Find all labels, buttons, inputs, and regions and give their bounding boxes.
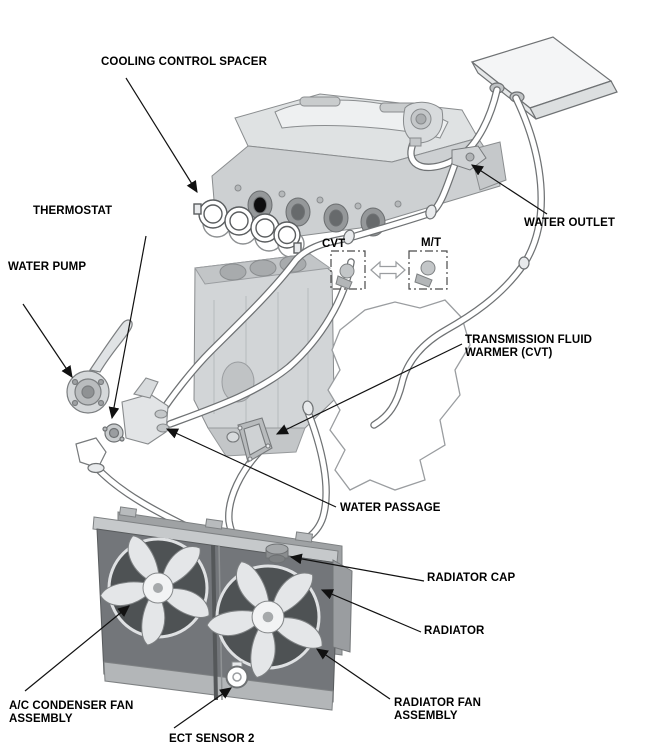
label-radiator: RADIATOR xyxy=(424,625,485,637)
radiator-fan-illustration xyxy=(206,560,323,679)
water-valve-illustration xyxy=(403,101,444,147)
radiator-fan-module-illustration xyxy=(92,506,353,711)
label-ac-condenser-fan-assembly: A/C CONDENSER FAN ASSEMBLY xyxy=(9,700,134,725)
label-ect-sensor-2: ECT SENSOR 2 xyxy=(169,733,255,745)
water-outlet-illustration xyxy=(451,145,487,171)
water-passage-illustration xyxy=(121,377,170,445)
label-water-passage: WATER PASSAGE xyxy=(340,502,441,514)
leader-lines xyxy=(22,77,548,729)
option-swap-arrow-icon xyxy=(370,260,406,280)
label-transmission-fluid-warmer: TRANSMISSION FLUID WARMER (CVT) xyxy=(465,334,593,359)
label-water-pump: WATER PUMP xyxy=(8,261,87,273)
heater-unit-box xyxy=(470,36,618,120)
mt-option-box xyxy=(408,250,448,290)
hose-elbow-illustration xyxy=(75,437,107,474)
label-cvt: CVT xyxy=(322,238,346,250)
ect-sensor-illustration xyxy=(225,661,249,689)
cooling-control-spacer-illustration xyxy=(193,199,305,258)
label-radiator-fan-assembly: RADIATOR FAN ASSEMBLY xyxy=(394,697,482,722)
label-water-outlet: WATER OUTLET xyxy=(524,217,616,229)
ac-condenser-fan-illustration xyxy=(99,535,210,646)
water-pump-illustration xyxy=(66,319,133,414)
label-mt: M/T xyxy=(421,237,442,249)
thermostat-illustration xyxy=(102,423,125,443)
transmission-fluid-warmer-illustration xyxy=(226,417,273,463)
cvt-option-box xyxy=(330,250,366,290)
label-thermostat: THERMOSTAT xyxy=(33,205,113,217)
radiator-cap-illustration xyxy=(265,543,289,564)
label-cooling-control-spacer: COOLING CONTROL SPACER xyxy=(101,56,267,68)
label-radiator-cap: RADIATOR CAP xyxy=(427,572,516,584)
